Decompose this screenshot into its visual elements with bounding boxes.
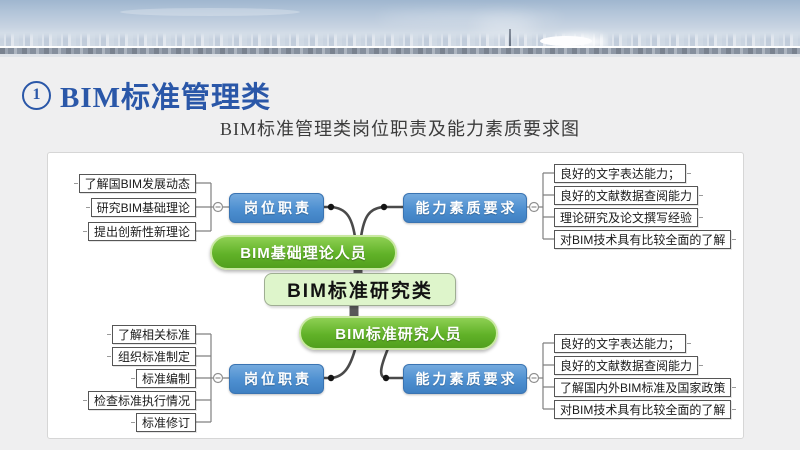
duty-item-box: 提出创新性新理论	[82, 222, 196, 241]
skill-item-box: 良好的文献数据查阅能力	[554, 356, 704, 375]
competency-branch-top: 能力素质要求	[403, 193, 527, 223]
duty-item-box: 标准修订	[130, 413, 196, 432]
competency-branch-bottom: 能力素质要求	[403, 364, 527, 394]
banner-rooftop-base	[0, 54, 800, 57]
skill-item-box: 对BIM技术具有比较全面的了解	[554, 230, 737, 249]
banner-image	[0, 0, 800, 57]
diagram-caption: BIM标准管理类岗位职责及能力素质要求图	[219, 119, 580, 139]
antenna-spire	[509, 29, 511, 48]
cloud-shape	[120, 8, 300, 16]
title-text: BIM标准管理类	[60, 82, 272, 114]
duty-item-box: 标准编制	[130, 369, 196, 388]
banner-skyline	[0, 33, 800, 46]
person-node-bottom: BIM标准研究人员	[299, 316, 498, 350]
skill-item-box: 了解国内外BIM标准及国家政策	[554, 378, 737, 397]
job-duties-branch-top: 岗位职责	[229, 193, 324, 223]
banner-divider	[0, 46, 800, 48]
cloud-shape	[540, 36, 592, 46]
title-number-badge: 1	[22, 80, 51, 110]
skill-item-box: 良好的文字表达能力；	[554, 164, 692, 183]
duty-item-box: 检查标准执行情况	[82, 391, 196, 410]
skill-item-box: 良好的文献数据查阅能力	[554, 186, 704, 205]
duty-item-box: 研究BIM基础理论	[85, 198, 196, 217]
page-title: 1 BIM标准管理类	[22, 74, 271, 116]
skill-item-box: 理论研究及论文撰写经验	[554, 208, 704, 227]
duty-item-box: 了解相关标准	[106, 325, 196, 344]
skill-item-box: 对BIM技术具有比较全面的了解	[554, 400, 737, 419]
duty-item-box: 组织标准制定	[106, 347, 196, 366]
job-duties-branch-bottom: 岗位职责	[229, 364, 324, 394]
duty-item-box: 了解国BIM发展动态	[73, 174, 196, 193]
mindmap-panel: 了解国BIM发展动态 研究BIM基础理论 提出创新性新理论 良好的文字表达能力；…	[47, 152, 744, 439]
central-topic-node: BIM标准研究类	[264, 273, 456, 306]
skill-item-box: 良好的文字表达能力；	[554, 334, 692, 353]
banner-rooftops	[0, 48, 800, 54]
person-node-top: BIM基础理论人员	[210, 235, 397, 270]
